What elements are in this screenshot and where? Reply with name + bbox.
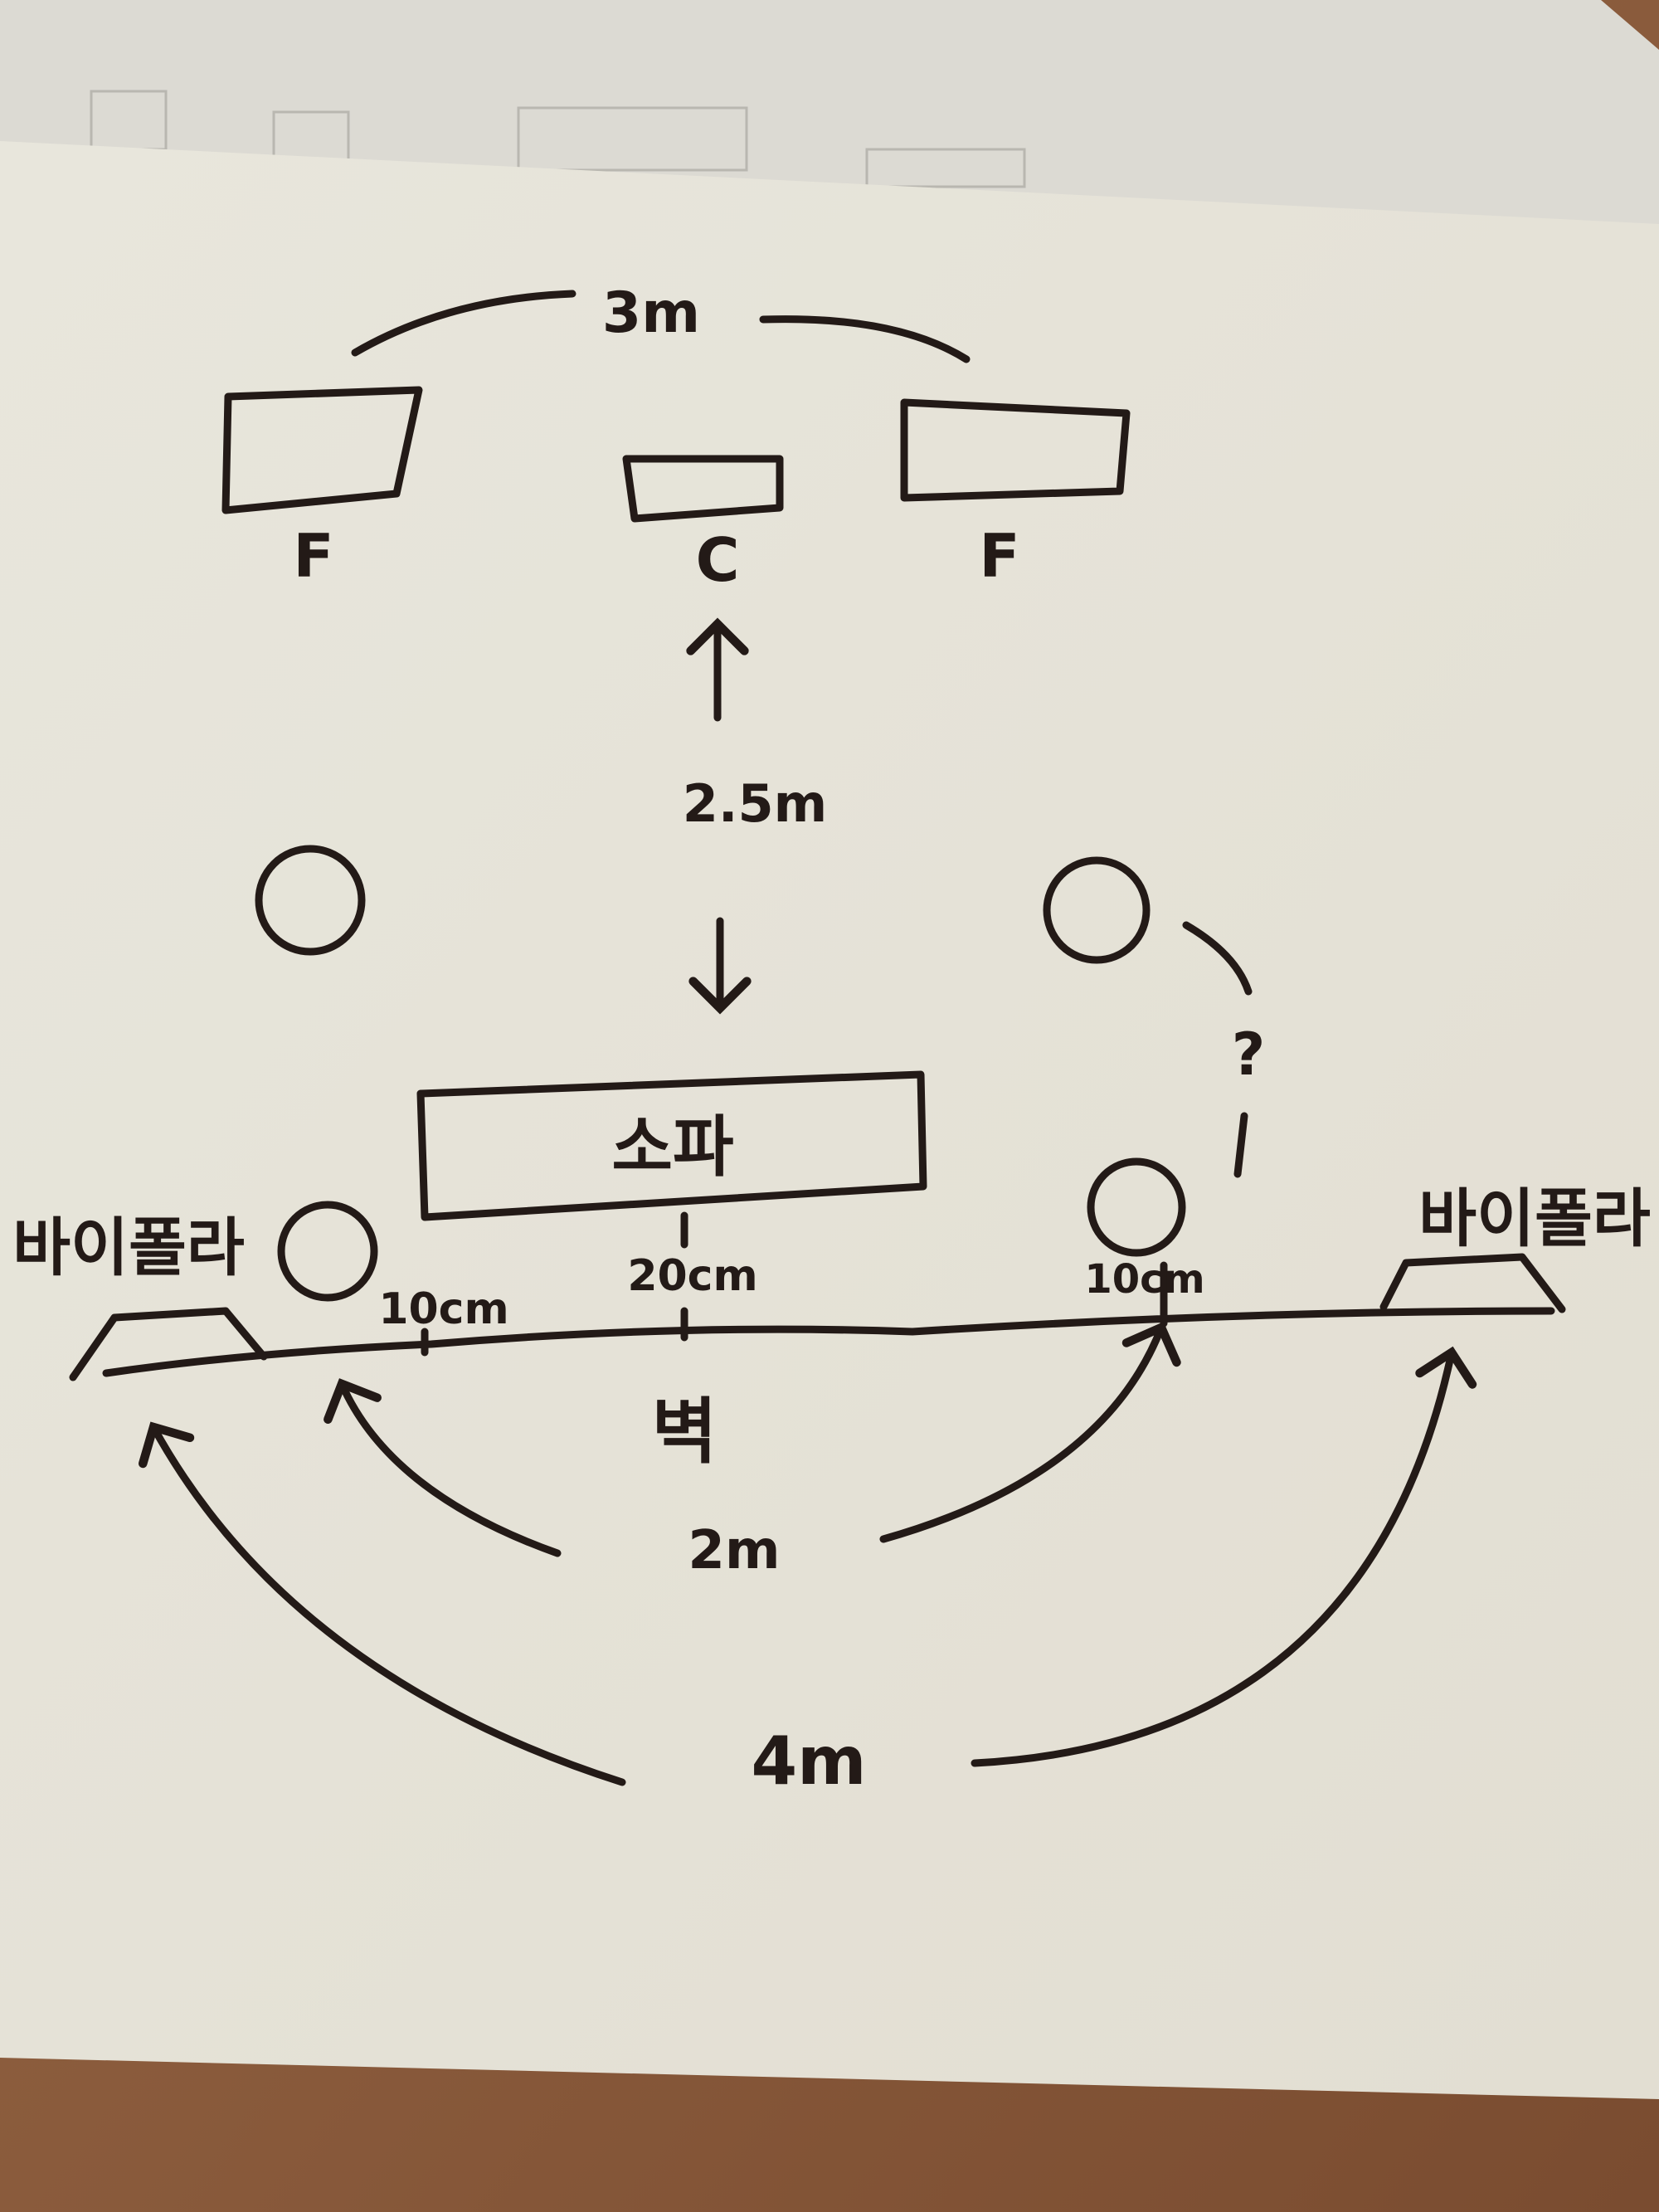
width-arc-right: [759, 315, 971, 363]
outer-spacing-label: 4m: [751, 1722, 866, 1800]
question-label: ?: [1232, 1021, 1266, 1089]
outer-left-arrow-icon: [138, 1421, 626, 1786]
paper-sheet: [0, 141, 1659, 2099]
center-label: C: [696, 525, 740, 595]
sofa-label: 소파: [611, 1108, 733, 1186]
bipolar-left-label: 바이폴라: [12, 1211, 245, 1284]
sofa-to-wall-label: 20cm: [627, 1251, 757, 1301]
rear-left-speaker: [277, 1201, 378, 1302]
listening-distance-label: 2.5m: [683, 773, 827, 834]
sofa: [416, 1070, 927, 1221]
bipolar-right-label: 바이폴라: [1418, 1182, 1651, 1255]
front-width-label: 3m: [602, 280, 700, 346]
front-left-label: F: [293, 521, 333, 591]
width-arc-left: [351, 290, 577, 357]
uncertain-arc-top: [1182, 921, 1253, 996]
back-paper-grid-boxes: [90, 90, 1026, 188]
wall-line: [102, 1307, 1555, 1377]
outer-right-arrow-icon: [971, 1346, 1477, 1767]
left-gap-label: 10cm: [378, 1284, 508, 1334]
right-gap-label: 10cm: [1084, 1256, 1204, 1303]
rear-right-speaker: [1087, 1157, 1186, 1257]
surround-left-speaker: [255, 845, 366, 956]
uncertain-arc-bottom: [1233, 1112, 1248, 1178]
inner-left-arrow-icon: [324, 1378, 562, 1557]
front-right-speaker: [900, 398, 1131, 502]
center-speaker: [622, 455, 784, 523]
inner-right-arrow-icon: [879, 1322, 1181, 1543]
surround-right-speaker: [1043, 856, 1151, 964]
bipolar-right-speaker: [1379, 1253, 1566, 1313]
bipolar-left-speaker: [69, 1307, 268, 1381]
front-left-speaker: [221, 386, 423, 514]
front-right-label: F: [979, 521, 1019, 591]
inner-spacing-label: 2m: [688, 1520, 780, 1581]
wall-label: 벽: [651, 1391, 717, 1474]
